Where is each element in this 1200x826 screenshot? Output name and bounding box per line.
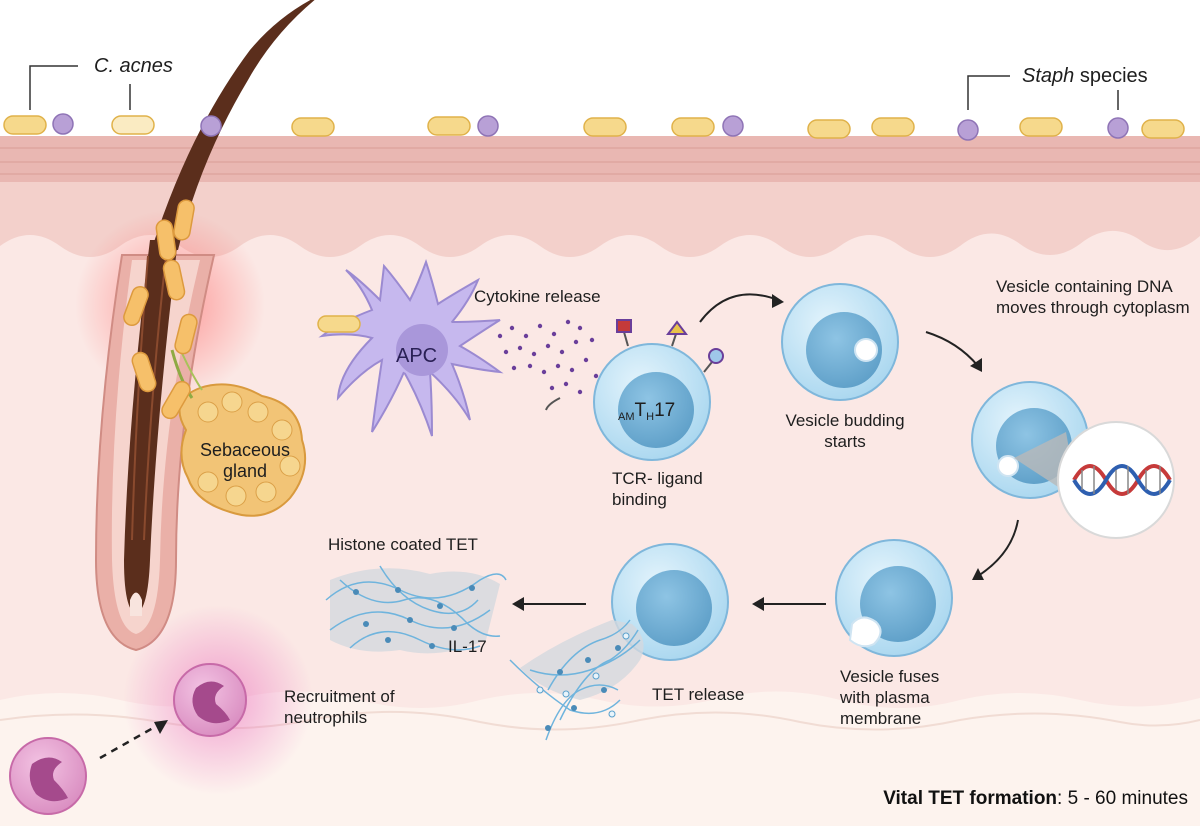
neutrophils <box>9 605 313 815</box>
fusing-cell <box>835 539 953 657</box>
vesicle-fuses-label: Vesicle fuses with plasma membrane <box>840 667 940 728</box>
tcr-binding-label: TCR- ligand binding <box>612 469 703 509</box>
staph-label: Staph species <box>1022 66 1148 87</box>
tet-release-label: TET release <box>652 685 745 704</box>
footer-bold: Vital TET formation <box>883 788 1058 809</box>
th17-label: AMTH17 <box>618 400 675 424</box>
histone-tet-label: Histone coated TET <box>328 535 478 554</box>
th17-main: T <box>634 400 647 421</box>
cytokine-release-label: Cytokine release <box>474 287 601 306</box>
released-tet-net <box>509 619 641 741</box>
vesicle-moves-label: Vesicle containing DNA moves through cyt… <box>996 277 1190 317</box>
th17-sub: H <box>646 411 655 423</box>
budding-cell <box>781 283 899 401</box>
process-arrowheads <box>512 294 984 611</box>
staph-label-italic: Staph <box>1022 65 1075 87</box>
staph-label-rest: species <box>1074 65 1148 87</box>
footer-rest: : 5 - 60 minutes <box>1057 788 1188 809</box>
th17-suffix: 17 <box>654 400 676 421</box>
th17-cell <box>545 319 724 461</box>
tet-release-cell <box>520 543 729 700</box>
moving-vesicle-cell <box>971 381 1175 539</box>
hair-shaft <box>152 0 315 250</box>
dna-helix-icon <box>1072 464 1172 496</box>
c-acnes-in-follicle <box>123 199 198 420</box>
sebaceous-gland-label: Sebaceous gland <box>199 440 291 481</box>
sebaceous-gland <box>170 343 307 517</box>
histone-tet-net <box>325 565 507 654</box>
recruitment-label: Recruitment of neutrophils <box>284 687 395 727</box>
footer-caption: Vital TET formation: 5 - 60 minutes <box>883 788 1188 810</box>
surface-bacteria <box>3 113 1185 141</box>
th17-prefix: AM <box>618 411 635 423</box>
vesicle-budding-label: Vesicle budding starts <box>785 411 905 451</box>
cytokine-dots <box>497 319 599 395</box>
label-brackets <box>29 65 1119 110</box>
il17-label: IL-17 <box>448 637 487 656</box>
apc-label: APC <box>396 345 438 367</box>
c-acnes-label: C. acnes <box>94 55 173 77</box>
process-arrows <box>522 293 1019 605</box>
apc-cell <box>317 258 504 437</box>
